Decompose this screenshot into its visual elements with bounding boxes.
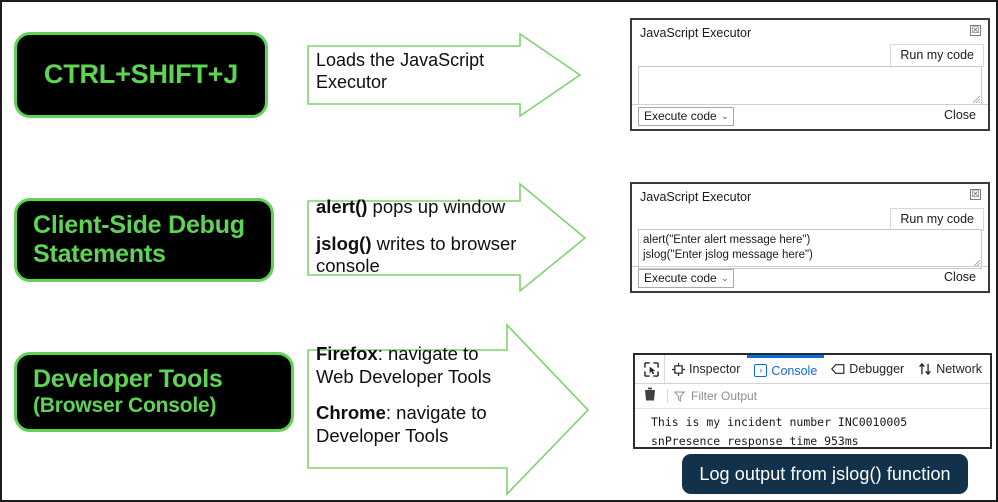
label-box-devtools-line-main: Developer Tools <box>33 365 223 394</box>
label-box-shortcut: CTRL+SHIFT+J <box>14 32 268 118</box>
debugger-icon <box>831 364 845 374</box>
arrow-shape-3 <box>307 323 592 496</box>
tab-debugger-label: Debugger <box>849 362 905 376</box>
arrow-text-3-rest-1: : navigate to <box>377 343 479 364</box>
arrow-text-2-bold-1: alert() <box>316 196 368 217</box>
code-line: alert("Enter alert message here") <box>643 234 811 246</box>
javascript-executor-titlebar: JavaScript Executor ☒ <box>632 184 988 210</box>
inspector-icon <box>672 362 685 376</box>
javascript-executor-footer: Execute code ⌄ Close <box>632 266 988 291</box>
label-box-devtools: Developer Tools (Browser Console) <box>14 352 294 432</box>
chevron-down-icon: ⌄ <box>721 273 729 283</box>
devtools-filterbar: Filter Output <box>635 384 990 409</box>
arrow-text-3-rest-2: : navigate to <box>385 402 487 424</box>
arrow-text-2-block-2: jslog() writes to browser <box>316 233 538 256</box>
execute-code-select[interactable]: Execute code ⌄ <box>638 269 734 288</box>
tab-network-label: Network <box>936 362 983 376</box>
javascript-executor-titlebar: JavaScript Executor ☒ <box>632 20 988 46</box>
filter-icon <box>674 391 685 402</box>
network-icon <box>919 362 932 376</box>
javascript-executor-title: JavaScript Executor <box>640 190 752 204</box>
close-button[interactable]: Close <box>944 108 976 122</box>
javascript-executor-window-filled: JavaScript Executor ☒ Run my code alert(… <box>630 182 990 293</box>
code-line: jslog("Enter jslog message here") <box>643 249 813 262</box>
arrow-text-1-line-1: Loads the JavaScript <box>316 50 485 70</box>
arrow-text-2-spacer <box>316 219 538 233</box>
devtools-tabbar: Inspector › Console Debugger Network <box>635 355 990 384</box>
arrow-shape-1 <box>307 32 582 118</box>
arrow-text-3-block-1: Firefox: navigate to <box>316 343 526 366</box>
toolbar-divider <box>667 389 668 403</box>
label-box-debug-line-1: Client-Side Debug <box>33 211 245 239</box>
console-log-line: This is my incident number INC0010005 <box>651 415 908 429</box>
label-box-debug-line-2: Statements <box>33 240 166 268</box>
execute-code-select-value: Execute code <box>644 271 717 285</box>
chevron-down-icon: ⌄ <box>721 111 729 121</box>
arrow-text-2-block-1: alert() pops up window <box>316 196 538 219</box>
resize-grip-icon[interactable] <box>973 96 980 103</box>
javascript-executor-footer: Execute code ⌄ Close <box>632 104 988 129</box>
arrow-text-3-cont-1: Web Developer Tools <box>316 365 492 387</box>
close-x-icon[interactable]: ☒ <box>970 25 981 36</box>
label-box-debug: Client-Side Debug Statements <box>14 198 274 282</box>
console-log-output: This is my incident number INC0010005 sn… <box>635 409 990 448</box>
console-icon: › <box>754 364 768 377</box>
arrow-shape-2 <box>307 182 587 293</box>
code-textarea[interactable]: alert("Enter alert message here") jslog(… <box>638 229 982 269</box>
caption-pill: Log output from jslog() function <box>682 454 968 494</box>
caption-text: Log output from jslog() function <box>699 463 951 484</box>
code-textarea[interactable] <box>638 66 982 105</box>
arrow-text-3-bold-1: Firefox <box>316 343 378 364</box>
browser-devtools-panel: Inspector › Console Debugger Network <box>633 353 992 449</box>
filter-output-input[interactable]: Filter Output <box>691 389 758 403</box>
tab-console-label: Console <box>771 363 818 378</box>
arrow-text-3: Firefox: navigate to Web Developer Tools… <box>316 343 526 447</box>
tab-debugger[interactable]: Debugger <box>824 355 911 383</box>
arrow-text-2: alert() pops up window jslog() writes to… <box>316 196 538 278</box>
arrow-text-1: Loads the JavaScript Executor <box>316 50 512 94</box>
arrow-text-3-bold-2: Chrome <box>316 402 386 424</box>
tab-console[interactable]: › Console <box>747 355 825 383</box>
trash-icon[interactable] <box>639 387 661 406</box>
close-button[interactable]: Close <box>944 270 976 284</box>
arrow-text-3-spacer <box>316 388 526 402</box>
execute-code-select-value: Execute code <box>644 109 717 123</box>
run-my-code-button[interactable]: Run my code <box>890 44 984 67</box>
javascript-executor-window-empty: JavaScript Executor ☒ Run my code Execut… <box>630 18 990 131</box>
close-x-icon[interactable]: ☒ <box>970 189 981 200</box>
console-log-line: snPresence response time 953ms <box>651 433 859 448</box>
arrow-text-2-bold-2: jslog() <box>316 232 372 254</box>
arrow-text-1-line-2: Executor <box>316 71 388 92</box>
arrow-text-3-cont-2: Developer Tools <box>316 424 449 446</box>
label-box-shortcut-line: CTRL+SHIFT+J <box>43 59 239 90</box>
arrow-text-3-block-2: Chrome: navigate to <box>316 402 526 425</box>
tab-network[interactable]: Network <box>911 355 989 383</box>
javascript-executor-title: JavaScript Executor <box>640 26 752 40</box>
element-picker-icon[interactable] <box>638 355 665 383</box>
execute-code-select[interactable]: Execute code ⌄ <box>638 107 734 126</box>
arrow-text-2-cont-2: console <box>316 255 380 277</box>
label-box-devtools-line-sub: (Browser Console) <box>33 394 217 418</box>
tab-inspector[interactable]: Inspector <box>665 355 747 383</box>
tab-inspector-label: Inspector <box>689 362 741 376</box>
arrow-text-2-rest-1: pops up window <box>367 196 506 217</box>
arrow-text-2-rest-2: writes to browser <box>371 232 517 254</box>
run-my-code-button[interactable]: Run my code <box>890 208 984 231</box>
